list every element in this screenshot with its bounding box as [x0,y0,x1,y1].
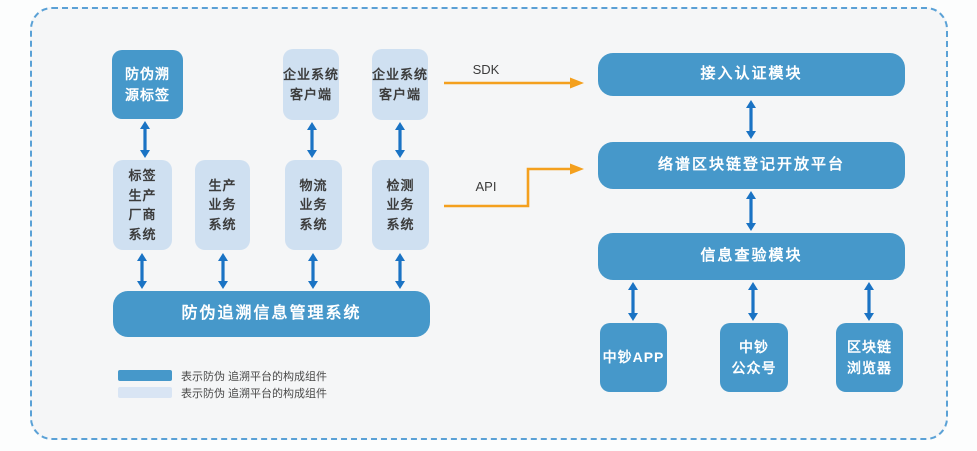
node-production-business-system: 生产 业务 系统 [195,160,250,250]
node-access-auth-module: 接入认证模块 [598,53,905,96]
sdk-connector-label: SDK [472,62,500,77]
node-info-verification-module: 信息查验模块 [598,233,905,280]
node-label-manufacturer-system: 标签 生产 厂商 系统 [113,160,172,250]
node-enterprise-client-1: 企业系统 客户端 [283,49,339,120]
node-zhongchao-official-account: 中钞 公众号 [720,323,788,392]
node-inspection-business-system: 检测 业务 系统 [372,160,429,250]
api-connector-label: API [475,179,497,194]
node-trace-info-management-system: 防伪追溯信息管理系统 [113,291,430,337]
legend-item-label: 表示防伪 追溯平台的构成组件 [181,371,328,383]
legend-swatch-light [118,387,172,398]
legend-item-label: 表示防伪 追溯平台的构成组件 [181,388,328,400]
node-logistics-business-system: 物流 业务 系统 [285,160,342,250]
node-anti-counterfeit-source-label: 防伪溯 源标签 [112,50,183,119]
node-luopu-blockchain-platform: 络谱区块链登记开放平台 [598,142,905,189]
node-zhongchao-app: 中钞APP [600,323,667,392]
legend-swatch-solid [118,370,172,381]
node-enterprise-client-2: 企业系统 客户端 [372,49,428,120]
node-blockchain-browser: 区块链 浏览器 [836,323,903,392]
